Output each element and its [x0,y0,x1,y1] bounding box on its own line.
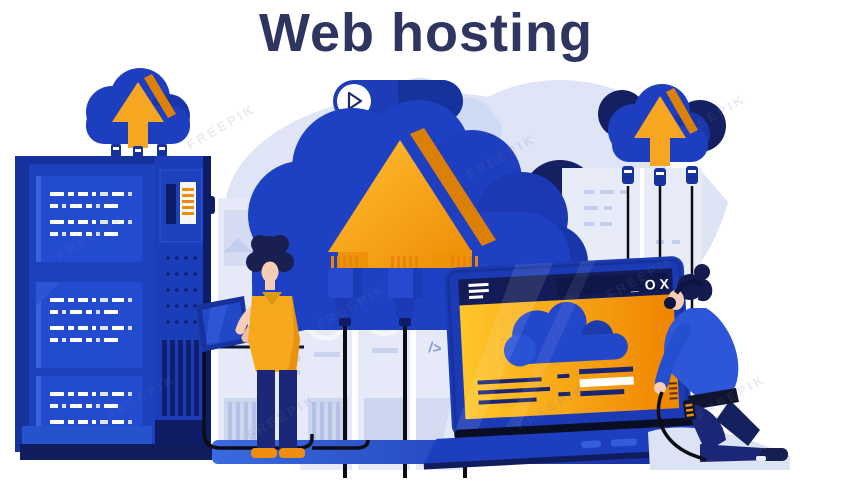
laptop-header-bar: _ O X [458,268,674,306]
page-title: Web hosting [259,3,593,63]
headphones-band [673,279,704,295]
mini-plug [111,144,121,158]
face [261,261,279,283]
laptop-hinge [454,417,695,440]
mini-plug [686,166,698,184]
arm [655,323,691,389]
shin [700,444,772,462]
screen-text-lines [477,366,634,405]
perforated-panel [166,256,197,324]
shoe [251,448,277,458]
shoe [279,448,305,458]
watermark-text: FREEPIK [184,101,258,153]
laptop-side-port [667,378,680,407]
rack-knob [207,196,215,214]
play-icon [347,91,363,111]
mini-plug [654,168,666,186]
upload-arrow-icon [328,140,472,268]
minimize-icon: _ [629,277,639,293]
trackpad-button [610,438,637,447]
upload-arrow-side [144,74,176,118]
hand [654,382,666,394]
handheld-laptop [196,296,250,352]
right-upload-cloud [598,84,726,310]
mountain-shape [224,238,252,252]
cable-connector [682,399,697,421]
cable [312,439,370,450]
hair-bun [677,264,713,302]
vent-slats [162,340,199,416]
screen-glare [452,262,554,439]
mini-plug [622,166,634,184]
code-snippet: /> [427,339,442,358]
rack-panel [36,282,142,368]
upload-arrow-icon [634,96,686,166]
hamburger-menu-icon [468,282,489,299]
screen-cloud-image [503,301,628,367]
plug [328,256,362,478]
server-rack [15,156,215,460]
kneeling-person [648,264,790,470]
upload-arrow-side [666,88,698,134]
window-controls: _ O X [629,275,670,293]
headphone-earcup [664,297,676,309]
close-icon: X [659,275,670,292]
memory-module [180,182,196,224]
trackpad-button [580,440,601,449]
cable [656,391,707,462]
rack-panel [36,176,142,262]
pants [257,370,297,452]
collar [262,292,282,306]
thigh [688,404,726,452]
shoe [760,448,788,461]
rear-leg [716,400,760,446]
standing-person [196,235,370,458]
screen-glare [502,260,596,436]
maximize-icon: O [644,276,656,293]
mini-plug [157,144,167,158]
vest [248,296,300,372]
upload-arrow-side [410,128,496,246]
laptop: _ O X [423,256,724,470]
afro-hair [246,235,294,272]
upload-arrow-icon [112,82,164,148]
belt [688,388,739,410]
drive-slot [166,184,176,224]
